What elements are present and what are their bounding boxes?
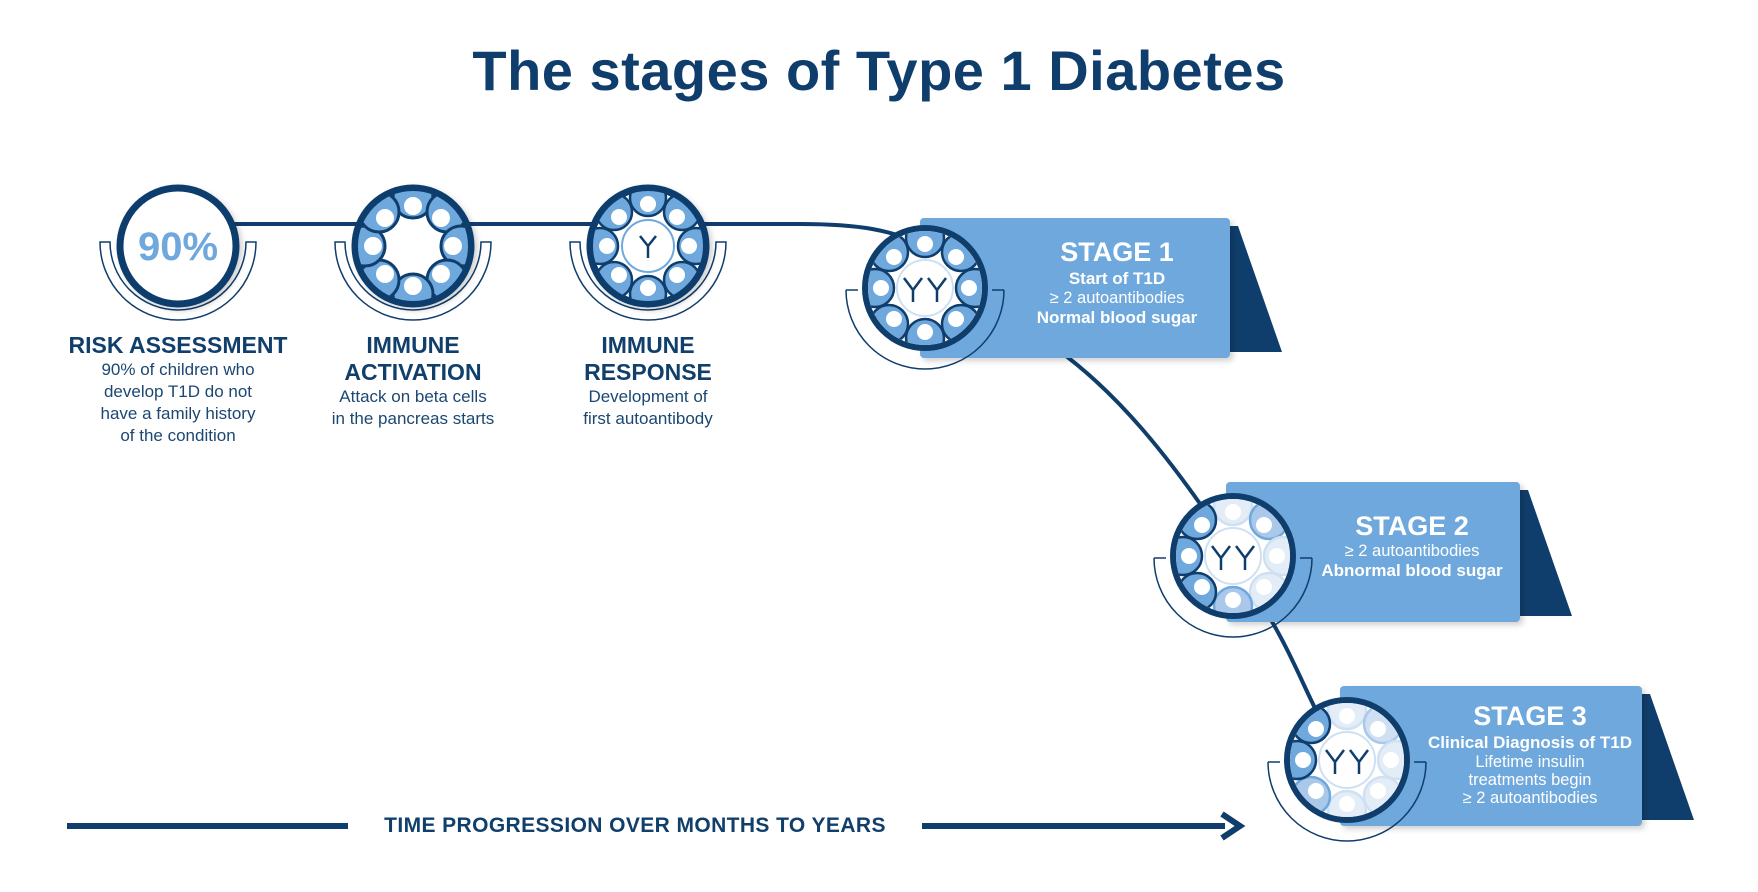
beta-cell-ring-icon: [334, 184, 492, 321]
step-description: 90% of children who: [101, 360, 255, 379]
stage-line: Clinical Diagnosis of T1D: [1427, 733, 1633, 752]
step-heading: IMMUNE: [601, 332, 695, 358]
progression-path: [1263, 608, 1324, 723]
stage-2-text: STAGE 2 ≥ 2 autoantibodies Abnormal bloo…: [1304, 510, 1520, 581]
double-antibody-cell-icon: [862, 225, 988, 351]
stage-3-card-graphic: [1267, 686, 1694, 842]
single-antibody-cell-icon: [569, 184, 727, 321]
percentage-badge: 90%: [138, 225, 218, 269]
step-immune-activation: IMMUNE ACTIVATION Attack on beta cells i…: [283, 332, 543, 430]
step-description: Development of: [588, 387, 708, 406]
stage-1-text: STAGE 1 Start of T1D ≥ 2 autoantibodies …: [1004, 236, 1230, 328]
step-risk-assessment: RISK ASSESSMENT 90% of children who deve…: [48, 332, 308, 447]
stage-line: treatments begin: [1468, 771, 1592, 789]
step-heading: RISK ASSESSMENT: [68, 332, 288, 358]
stage-line: Start of T1D: [1068, 269, 1166, 288]
stage-title: STAGE 2: [1355, 511, 1469, 541]
step-description: of the condition: [120, 426, 236, 445]
step-heading: ACTIVATION: [344, 359, 482, 385]
percentage-circle-icon: 90%: [99, 184, 257, 321]
stage-line: Lifetime insulin: [1475, 753, 1585, 771]
step-description: first autoantibody: [583, 409, 713, 428]
step-description: in the pancreas starts: [331, 409, 495, 428]
stage-title: STAGE 1: [1060, 237, 1174, 267]
stage-1-card-graphic: [845, 218, 1282, 370]
stage-line: ≥ 2 autoantibodies: [1049, 289, 1185, 307]
stage-line: Normal blood sugar: [1036, 308, 1198, 327]
progression-path: [178, 222, 929, 248]
stage-line: ≥ 2 autoantibodies: [1344, 542, 1480, 560]
stage-line: Abnormal blood sugar: [1321, 561, 1503, 580]
step-description: develop T1D do not: [103, 382, 253, 401]
step-heading: IMMUNE: [366, 332, 460, 358]
stage-3-text: STAGE 3 Clinical Diagnosis of T1D Lifeti…: [1418, 700, 1642, 807]
step-immune-response: IMMUNE RESPONSE Development of first aut…: [518, 332, 778, 430]
double-antibody-cell-icon: [1170, 493, 1296, 619]
stage-line: ≥ 2 autoantibodies: [1462, 789, 1598, 807]
stage-title: STAGE 3: [1473, 701, 1587, 731]
step-description: have a family history: [100, 404, 256, 423]
timeline-label: TIME PROGRESSION OVER MONTHS TO YEARS: [384, 814, 886, 837]
step-description: Attack on beta cells: [339, 387, 487, 406]
step-heading: RESPONSE: [584, 359, 712, 385]
page-title: The stages of Type 1 Diabetes: [472, 39, 1286, 102]
stage-2-card-graphic: [1153, 482, 1572, 638]
arrow-right-icon: [1220, 811, 1246, 841]
progression-path: [1056, 348, 1212, 520]
